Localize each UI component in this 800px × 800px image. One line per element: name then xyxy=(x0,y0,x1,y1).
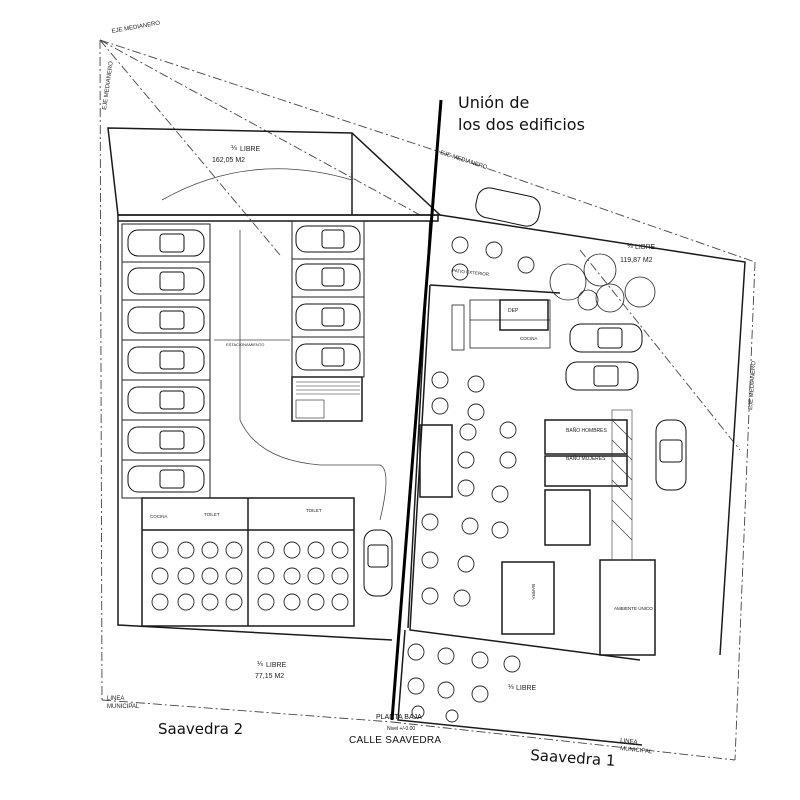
dep-label: DEP xyxy=(508,308,519,314)
kitchen-b1 xyxy=(451,299,551,351)
bano-hombres-label: BAÑO HOMBRES xyxy=(566,427,608,434)
libre-right-fraction: ⅓ xyxy=(627,243,633,250)
parking-left xyxy=(121,223,211,499)
hatched-strip xyxy=(611,409,633,561)
union-caption-line-2: los dos edificios xyxy=(458,115,585,134)
libre-top-word: LIBRE xyxy=(240,146,261,153)
stairs-b2 xyxy=(295,381,360,419)
eje-medianero-right: EJE MEDIANERO xyxy=(748,361,757,411)
ambiente-unico-label: AMBIENTE ÚNICO xyxy=(614,605,653,611)
union-line xyxy=(390,99,443,721)
eje-medianero-top: EJE MEDIANERO xyxy=(111,20,161,34)
nivel-label: Nivel +/-0.00 xyxy=(387,726,416,732)
libre-bottom-fraction: ⅓ xyxy=(257,661,263,668)
libre-b1-word: LIBRE xyxy=(516,685,537,692)
building-1 xyxy=(397,214,746,746)
saavedra-2-label: Saavedra 2 xyxy=(158,720,244,738)
cars-right xyxy=(295,225,361,371)
cocina-b1-label: COCINA xyxy=(520,336,538,341)
libre-bottom-area: 77,15 M2 xyxy=(255,673,284,680)
libre-bottom-word: LIBRE xyxy=(266,662,287,669)
libre-right-area: 119,87 M2 xyxy=(620,257,653,264)
estacionamiento-label: ESTACIONAMIENTO xyxy=(226,342,264,347)
parking-right xyxy=(291,220,365,378)
barra-label: BARRA xyxy=(531,584,536,600)
toilet-b2-b-label: TOILET xyxy=(306,508,322,513)
bano-mujeres-label: BAÑO MUJERES xyxy=(566,455,606,462)
libre-top-fraction: ⅓ xyxy=(231,145,237,152)
tables-b2 xyxy=(151,541,349,611)
planta-baja-label: PLANTA BAJA xyxy=(376,714,422,721)
car-entrance xyxy=(363,529,393,597)
driveway-curves xyxy=(161,168,387,521)
linea-right: LINEA xyxy=(620,738,638,746)
eje-medianero-left: EJE MEDIANERO xyxy=(102,61,115,111)
eje-medianero-center: EJE MEDIANERO xyxy=(439,150,488,171)
municipal-left: MUNICIPAL xyxy=(107,704,140,710)
patio-exterior-label: PATIO EXTERIOR xyxy=(452,268,490,277)
toilet-b2-a-label: TOILET xyxy=(204,512,220,517)
plan-labels: ⅓ LIBRE 162,05 M2 ⅓ LIBRE 119,87 M2 ⅓ LI… xyxy=(102,20,757,755)
municipal-right: MUNICIPAL xyxy=(620,746,653,755)
libre-top-area: 162,05 M2 xyxy=(212,157,245,164)
calle-label: CALLE SAAVEDRA xyxy=(349,735,442,746)
cocina-b2-label: COCINA xyxy=(150,514,168,519)
trees xyxy=(549,253,656,313)
boundary-dashed-lines xyxy=(99,39,756,761)
libre-b1-fraction: ⅓ xyxy=(508,684,514,691)
libre-right-word: LIBRE xyxy=(635,244,656,251)
linea-left: LINEA xyxy=(107,696,124,702)
cars-left xyxy=(127,229,205,493)
cars-b1 xyxy=(475,187,687,491)
tables-b1 xyxy=(407,236,535,723)
union-caption-line-1: Unión de xyxy=(458,93,530,112)
union-caption: Unión de los dos edificios xyxy=(458,92,585,136)
